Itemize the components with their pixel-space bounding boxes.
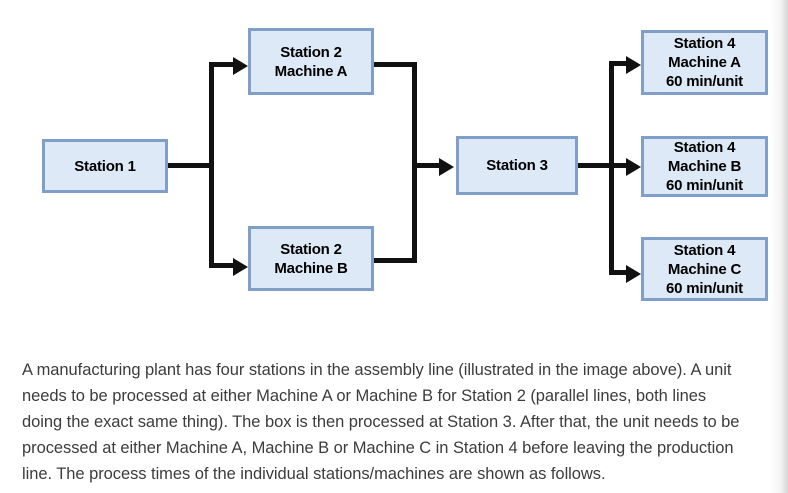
arrowhead-into-station3 [439,158,454,176]
arrowhead-into-s4-machine-a [626,56,641,74]
node-station-4-machine-a-line3: 60 min/unit [666,73,743,90]
node-station-4-machine-b-line1: Station 4 [673,139,736,156]
node-station-4-machine-c-line3: 60 min/unit [666,279,743,297]
node-station-4-machine-a-line1: Station 4 [673,35,736,52]
connector-station3-to-split4 [578,163,614,168]
connector-machine-b-to-merge [374,258,417,263]
connector-split4-to-machine-b [609,163,629,168]
node-station-2-machine-a-line1: Station 2 [280,43,342,61]
connector-merge-to-station3 [412,163,442,168]
node-station-1[interactable]: Station 1 [42,139,168,193]
connector-split-to-machine-b [209,263,235,268]
arrowhead-into-s2-machine-a [233,57,248,75]
node-station-3[interactable]: Station 3 [456,136,578,195]
node-station-4-machine-c[interactable]: Station 4 Machine C 60 min/unit [641,237,768,301]
connector-machine-a-to-merge [374,62,417,67]
node-station-2-machine-b[interactable]: Station 2 Machine B [248,226,374,291]
node-station-4-machine-a-line2: Machine A [668,54,741,71]
arrowhead-into-s4-machine-b [626,158,641,176]
node-station-4-machine-b-line3: 60 min/unit [666,177,743,194]
arrowhead-into-s4-machine-c [626,265,641,283]
connector-split-trunk-station2 [209,62,214,268]
connector-merge-trunk-station3 [412,62,417,263]
node-station-2-machine-b-line2: Machine B [274,259,348,277]
node-station-4-machine-c-line2: Machine C [667,260,742,278]
node-station-3-line1: Station 3 [486,157,548,174]
node-station-2-machine-a-line2: Machine A [274,62,348,80]
connector-split4-to-machine-c [609,270,629,275]
node-station-2-machine-b-line1: Station 2 [280,240,342,258]
node-station-4-machine-c-line1: Station 4 [673,241,736,259]
connector-split4-to-machine-a [609,61,629,66]
connector-station1-to-split [168,163,214,168]
node-station-4-machine-a[interactable]: Station 4 Machine A 60 min/unit [641,30,768,95]
connector-split-trunk-station4 [609,61,614,275]
flowchart-diagram: Station 1 Station 2 Machine A Station 2 … [42,28,768,301]
connector-split-to-machine-a [209,62,235,67]
arrowhead-into-s2-machine-b [233,258,248,276]
node-station-4-machine-b[interactable]: Station 4 Machine B 60 min/unit [641,136,768,197]
node-station-4-machine-b-line2: Machine B [667,158,742,175]
problem-description-text: A manufacturing plant has four stations … [22,360,740,484]
node-station-2-machine-a[interactable]: Station 2 Machine A [248,28,374,95]
node-station-1-line1: Station 1 [74,157,136,175]
